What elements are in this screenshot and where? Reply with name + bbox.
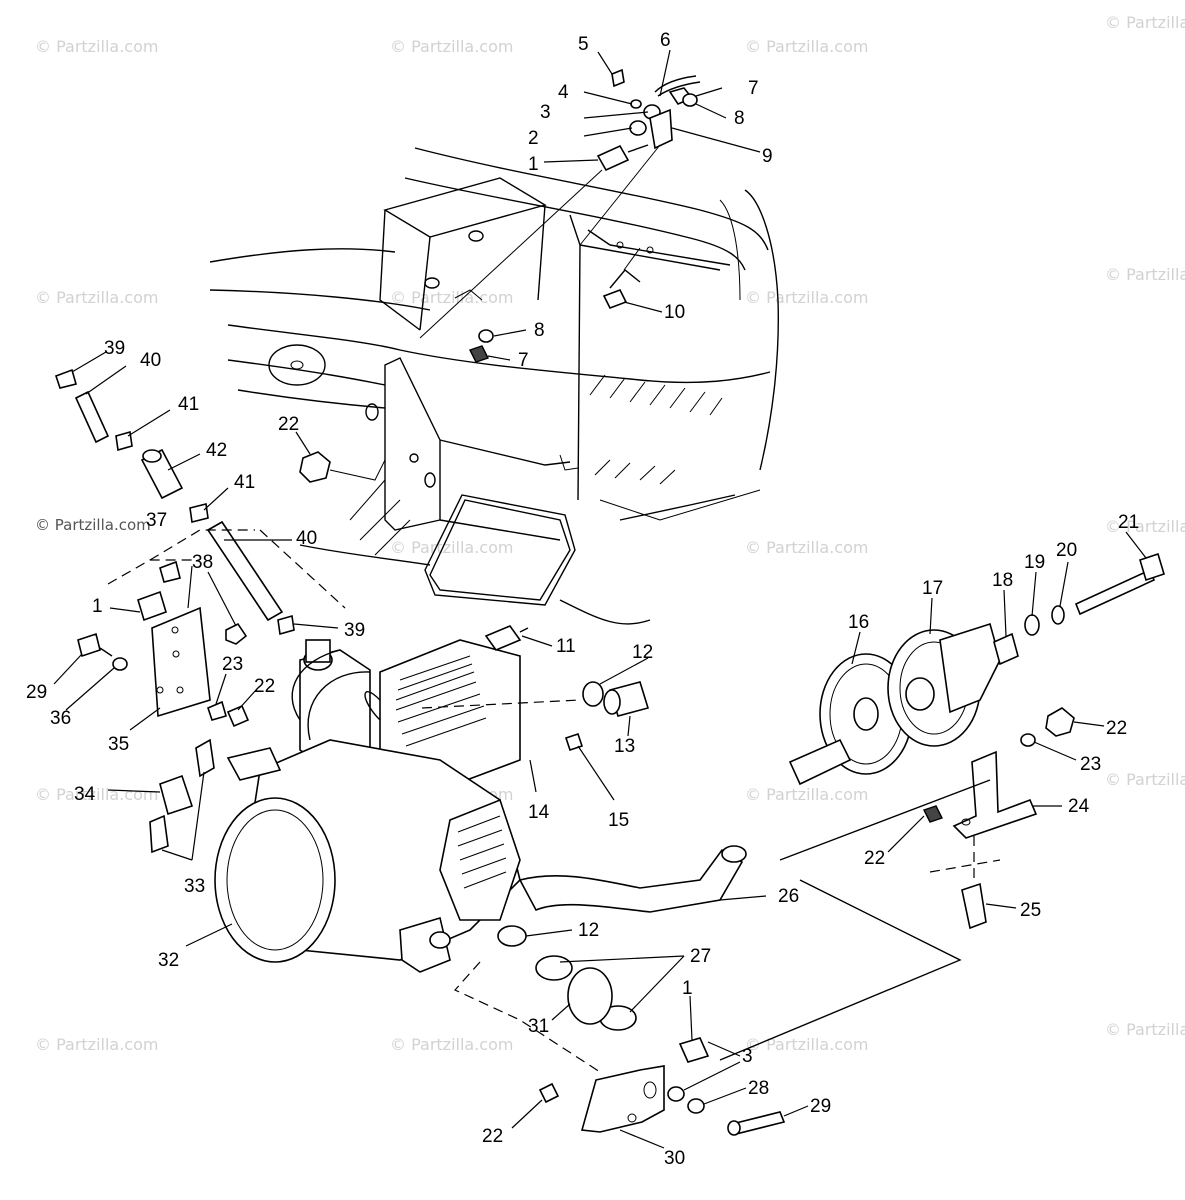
callout-26: 26 <box>778 886 799 907</box>
watermark: © Partzilla.com <box>1105 13 1185 32</box>
watermark: © Partzilla.com <box>745 37 868 56</box>
callout-3b: 3 <box>742 1046 753 1067</box>
callout-12b: 12 <box>578 920 599 941</box>
callout-11: 11 <box>556 636 576 657</box>
callout-18: 18 <box>992 570 1013 591</box>
callout-40b: 40 <box>296 528 317 549</box>
callout-23a: 23 <box>222 654 243 675</box>
callout-7b: 7 <box>518 350 529 371</box>
callout-40a: 40 <box>140 350 161 371</box>
watermark: © Partzilla.com <box>35 37 158 56</box>
watermark: © Partzilla.com <box>390 1035 513 1054</box>
callout-7: 7 <box>748 78 759 99</box>
callout-24: 24 <box>1068 796 1090 817</box>
callout-1: 1 <box>528 154 539 175</box>
watermark: © Partzilla.com <box>35 288 158 307</box>
engine-assembly <box>214 639 747 973</box>
watermark: © Partzilla.com <box>1105 770 1185 789</box>
callout-21: 21 <box>1118 512 1139 533</box>
callout-22b: 22 <box>254 676 275 697</box>
leader-lines <box>53 49 1147 1149</box>
callout-labels: 5 6 4 7 3 8 2 9 1 10 8 7 22 39 40 41 42 … <box>26 30 1139 1169</box>
callout-1c: 1 <box>682 978 693 999</box>
callout-8: 8 <box>734 108 745 129</box>
callout-27: 27 <box>690 946 711 967</box>
callout-19: 19 <box>1024 552 1045 573</box>
callout-22d: 22 <box>864 848 885 869</box>
watermark: © Partzilla.com <box>1105 1020 1185 1039</box>
callout-6: 6 <box>660 30 671 51</box>
watermark: © Partzilla.com <box>745 288 868 307</box>
watermark: © Partzilla.com <box>390 288 513 307</box>
callout-28: 28 <box>748 1078 769 1099</box>
callout-5: 5 <box>578 34 589 55</box>
callout-32: 32 <box>158 950 179 971</box>
callout-29a: 29 <box>26 682 47 703</box>
callout-15: 15 <box>608 810 629 831</box>
callout-14: 14 <box>528 802 550 823</box>
callout-39b: 39 <box>344 620 365 641</box>
callout-2: 2 <box>528 128 539 149</box>
callout-20: 20 <box>1056 540 1077 561</box>
watermarks: © Partzilla.com © Partzilla.com © Partzi… <box>35 13 1185 1054</box>
callout-3: 3 <box>540 102 551 123</box>
watermark: © Partzilla.com <box>390 538 513 557</box>
callout-16: 16 <box>848 612 869 633</box>
callout-13: 13 <box>614 736 635 757</box>
callout-29b: 29 <box>810 1096 831 1117</box>
fuel-line-parts <box>54 368 295 636</box>
callout-35: 35 <box>108 734 129 755</box>
watermark: © Partzilla.com <box>745 785 868 804</box>
callout-37: 37 <box>146 510 167 531</box>
callout-41a: 41 <box>178 394 199 415</box>
callout-10: 10 <box>664 302 685 323</box>
callout-22e: 22 <box>482 1126 503 1147</box>
watermark-primary: © Partzilla.com <box>35 516 151 534</box>
left-mount-parts <box>77 529 346 854</box>
callout-41b: 41 <box>234 472 255 493</box>
callout-1b: 1 <box>92 596 103 617</box>
watermark: © Partzilla.com <box>745 538 868 557</box>
callout-38: 38 <box>192 552 213 573</box>
callout-25: 25 <box>1020 900 1041 921</box>
callout-23b: 23 <box>1080 754 1101 775</box>
watermark: © Partzilla.com <box>1105 265 1185 284</box>
callout-22c: 22 <box>1106 718 1127 739</box>
callout-31: 31 <box>528 1016 549 1037</box>
watermark: © Partzilla.com <box>35 785 158 804</box>
right-parts <box>421 552 1165 1061</box>
watermark: © Partzilla.com <box>1105 517 1185 536</box>
callout-36: 36 <box>50 708 71 729</box>
callout-8b: 8 <box>534 320 545 341</box>
watermark: © Partzilla.com <box>35 1035 158 1054</box>
callout-12a: 12 <box>632 642 653 663</box>
callout-4: 4 <box>558 82 569 103</box>
callout-22a: 22 <box>278 414 299 435</box>
callout-9: 9 <box>762 146 773 167</box>
callout-17: 17 <box>922 578 943 599</box>
callout-42: 42 <box>206 440 227 461</box>
callout-33: 33 <box>184 876 205 897</box>
watermark: © Partzilla.com <box>390 37 513 56</box>
upper-cable-parts <box>299 68 701 483</box>
watermark: © Partzilla.com <box>745 1035 868 1054</box>
callout-34: 34 <box>74 784 96 805</box>
callout-39a: 39 <box>104 338 125 359</box>
lower-parts <box>454 925 786 1136</box>
callout-30: 30 <box>664 1148 685 1169</box>
